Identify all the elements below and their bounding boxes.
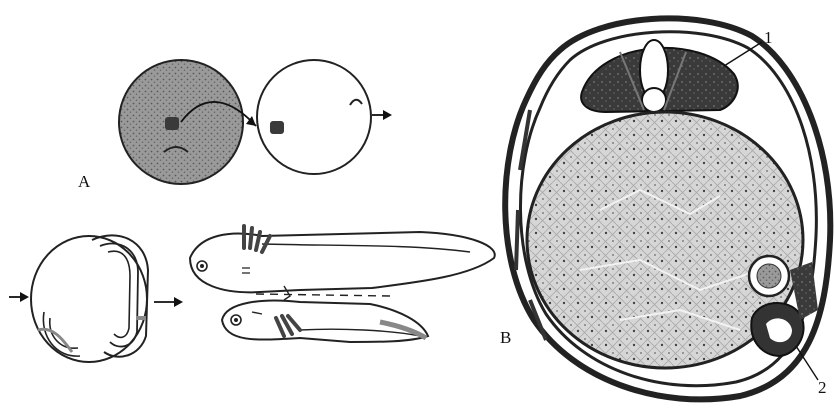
arrow-in <box>9 292 29 302</box>
callout-label-1: 1 <box>764 28 773 48</box>
recipient-egg <box>257 60 371 174</box>
panel-label-a: A <box>78 172 90 192</box>
arrow-right-a <box>372 110 392 120</box>
conjoined-tadpoles <box>190 226 495 342</box>
arrow-to-tadpoles <box>154 297 183 307</box>
callout-label-2: 2 <box>818 378 827 398</box>
panel-label-b: B <box>500 328 511 348</box>
embryo <box>31 235 148 362</box>
cross-section <box>505 18 830 399</box>
